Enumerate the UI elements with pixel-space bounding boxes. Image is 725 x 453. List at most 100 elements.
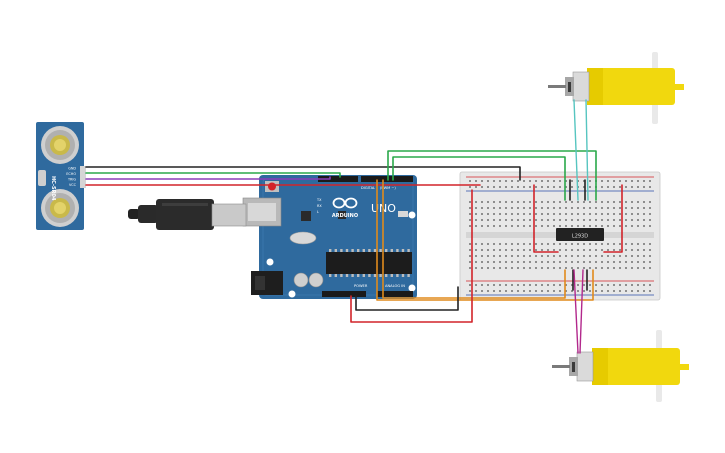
breadboard-hole xyxy=(637,261,639,263)
breadboard-hole xyxy=(547,284,549,286)
breadboard-hole xyxy=(511,267,513,269)
breadboard-hole xyxy=(643,225,645,227)
breadboard-hole xyxy=(481,261,483,263)
wire-orange-1[interactable] xyxy=(376,179,594,301)
breadboard-hole xyxy=(613,255,615,257)
l293d-chip[interactable]: L293D xyxy=(556,228,604,241)
wire-orange-2[interactable] xyxy=(382,179,566,299)
wire-red-5v[interactable] xyxy=(350,189,473,323)
chip-pin xyxy=(373,249,377,252)
breadboard-hole xyxy=(547,290,549,292)
wire-green-1[interactable] xyxy=(387,150,597,201)
breadboard-hole xyxy=(475,267,477,269)
tx-label: TX xyxy=(316,198,322,202)
breadboard-hole xyxy=(511,207,513,209)
arduino-uno[interactable]: ARDUINO UNO DIGITAL (PWM ~) POWER ANALOG… xyxy=(242,175,417,299)
breadboard-hole xyxy=(529,207,531,209)
breadboard-hole xyxy=(535,243,537,245)
wire-bb-red-right[interactable] xyxy=(603,184,623,253)
breadboard-hole xyxy=(499,255,501,257)
hc-sr04-sensor[interactable]: HC-SR04 GND ECHO TRIG VCC xyxy=(36,122,86,230)
breadboard-hole xyxy=(649,213,651,215)
wire-motor-bottom-a[interactable] xyxy=(573,269,579,354)
breadboard-hole xyxy=(481,284,483,286)
breadboard-hole xyxy=(577,201,579,203)
breadboard-hole xyxy=(559,284,561,286)
breadboard-hole xyxy=(625,255,627,257)
breadboard-hole xyxy=(649,261,651,263)
atmega-pins xyxy=(329,249,410,277)
breadboard-hole xyxy=(487,267,489,269)
breadboard-hole xyxy=(589,219,591,221)
breadboard-hole xyxy=(583,261,585,263)
breadboard-hole xyxy=(625,201,627,203)
breadboard-hole xyxy=(631,180,633,182)
chip-pin xyxy=(401,249,405,252)
breadboard-hole xyxy=(571,213,573,215)
breadboard-hole xyxy=(469,201,471,203)
breadboard-hole xyxy=(517,180,519,182)
wire-sensor-echo[interactable] xyxy=(85,172,341,178)
breadboard-hole xyxy=(613,219,615,221)
analog-label: ANALOG IN xyxy=(385,284,405,288)
breadboard-hole xyxy=(553,207,555,209)
breadboard-hole xyxy=(625,284,627,286)
digital-label: DIGITAL xyxy=(361,186,375,190)
breadboard-hole xyxy=(499,201,501,203)
breadboard-hole xyxy=(523,284,525,286)
dc-motor-top[interactable] xyxy=(548,52,684,124)
breadboard-hole xyxy=(565,219,567,221)
breadboard-hole xyxy=(631,201,633,203)
breadboard-hole xyxy=(547,207,549,209)
chip-pin xyxy=(401,274,405,277)
breadboard-hole xyxy=(517,267,519,269)
breadboard-hole xyxy=(547,249,549,251)
breadboard-hole xyxy=(499,219,501,221)
wire-motor-bottom-b[interactable] xyxy=(579,269,584,354)
breadboard-hole xyxy=(523,225,525,227)
breadboard-hole xyxy=(607,180,609,182)
breadboard-hole xyxy=(559,249,561,251)
wire-black-gnd[interactable] xyxy=(355,286,459,311)
chip-pin xyxy=(390,249,393,252)
wire-green-2[interactable] xyxy=(392,156,566,201)
breadboard-hole xyxy=(523,267,525,269)
breadboard-hole xyxy=(643,267,645,269)
breadboard-hole xyxy=(637,243,639,245)
breadboard-hole xyxy=(529,267,531,269)
chip-pin xyxy=(329,274,332,277)
chip-pin xyxy=(351,274,354,277)
breadboard-hole xyxy=(523,201,525,203)
breadboard-hole xyxy=(601,201,603,203)
breadboard-hole xyxy=(571,267,573,269)
breadboard-hole xyxy=(559,225,561,227)
dc-motor-bottom[interactable] xyxy=(552,330,689,402)
breadboard-hole xyxy=(541,219,543,221)
breadboard-hole xyxy=(505,213,507,215)
wire-motor-top-b[interactable] xyxy=(585,99,589,201)
breadboard-hole xyxy=(571,284,573,286)
breadboard-hole xyxy=(565,201,567,203)
breadboard-hole xyxy=(565,180,567,182)
breadboard-hole xyxy=(577,290,579,292)
breadboard-hole xyxy=(475,249,477,251)
breadboard-hole xyxy=(505,186,507,188)
breadboard-hole xyxy=(547,201,549,203)
breadboard-hole xyxy=(487,207,489,209)
breadboard-hole xyxy=(517,219,519,221)
breadboard-hole xyxy=(475,207,477,209)
wire-bb-red-left[interactable] xyxy=(533,184,559,253)
breadboard-hole xyxy=(523,243,525,245)
wire-motor-top-a[interactable] xyxy=(573,99,579,201)
wire-sensor-gnd[interactable] xyxy=(85,166,521,181)
chip-pin xyxy=(362,249,365,252)
breadboard-hole xyxy=(481,219,483,221)
wire-sensor-trig[interactable] xyxy=(85,176,331,180)
breadboard-hole xyxy=(601,290,603,292)
breadboard-hole xyxy=(487,213,489,215)
breadboard-hole xyxy=(619,225,621,227)
breadboard-hole xyxy=(469,213,471,215)
breadboard-hole xyxy=(637,219,639,221)
breadboard-hole xyxy=(487,290,489,292)
breadboard-hole xyxy=(649,255,651,257)
